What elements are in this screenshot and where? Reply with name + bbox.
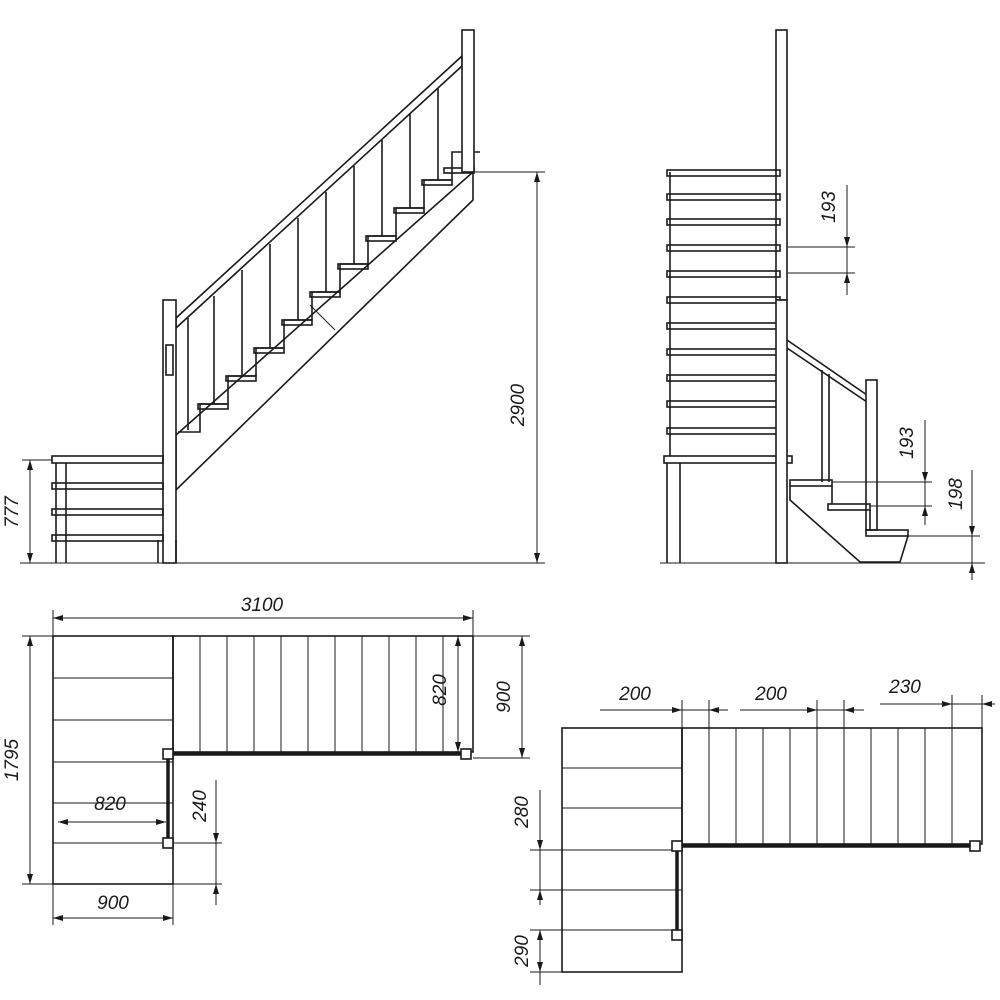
dim-flight-depth: 900 xyxy=(473,635,530,759)
dim-280-label: 280 xyxy=(512,796,533,829)
dim-total-length: 3100 xyxy=(52,595,474,636)
detail-treads xyxy=(708,728,953,844)
dim-820-horizontal-label: 820 xyxy=(94,794,126,815)
dim-riser-upper: 193 xyxy=(788,185,855,295)
newel-post-bottom xyxy=(162,299,177,564)
dim-tread-mid: 200 xyxy=(740,684,864,728)
dim-240-label: 240 xyxy=(190,790,211,823)
dim-198-label: 198 xyxy=(946,478,967,510)
dim-290-label: 290 xyxy=(512,935,533,968)
dim-riser-lower: 193 xyxy=(832,420,932,525)
dim-230-label: 230 xyxy=(888,677,921,698)
dim-first-riser: 198 xyxy=(908,470,980,580)
dim-820-vertical-label: 820 xyxy=(430,674,451,706)
newel-post-upper xyxy=(775,29,788,301)
side-elevation: 777 2900 xyxy=(2,29,545,564)
dim-landing-height: 777 xyxy=(2,459,52,563)
dim-193-lower-label: 193 xyxy=(897,427,918,459)
dim-200-mid-label: 200 xyxy=(754,684,787,705)
dim-last-tread: 290 xyxy=(512,929,562,985)
upper-rails xyxy=(663,169,793,464)
dim-total-width: 1795 xyxy=(2,635,53,885)
dim-900-right-label: 900 xyxy=(494,681,515,713)
dim-2900-label: 2900 xyxy=(508,383,529,427)
dim-post-offset: 240 xyxy=(173,780,222,905)
dim-777-label: 777 xyxy=(2,495,23,528)
dim-total-height: 2900 xyxy=(474,171,545,563)
dim-3100-label: 3100 xyxy=(241,595,284,616)
dim-193-upper-label: 193 xyxy=(819,191,840,223)
dim-tread-end: 230 xyxy=(880,677,995,728)
balusters xyxy=(187,88,439,430)
dim-tread-start: 200 xyxy=(600,684,728,728)
newel-post-lower xyxy=(775,299,788,564)
handrail xyxy=(175,54,463,330)
plan-treads xyxy=(199,636,444,752)
dim-landing-width: 820 xyxy=(58,794,166,825)
plan-view-detail: 200 200 230 280 xyxy=(512,677,995,985)
plan-view: 3100 1795 820 900 820 xyxy=(2,595,530,925)
front-elevation: 193 193 198 xyxy=(660,29,985,580)
dim-900-bottom-label: 900 xyxy=(97,893,129,914)
newel-post-top xyxy=(461,29,475,173)
landing-railing xyxy=(51,455,177,563)
dim-landing-depth: 900 xyxy=(52,884,174,925)
dim-winder-depth: 280 xyxy=(512,790,562,905)
treads xyxy=(178,151,480,433)
dim-1795-label: 1795 xyxy=(2,738,23,781)
stringer xyxy=(175,170,474,492)
dim-flight-width: 820 xyxy=(430,636,461,752)
dim-200-first-label: 200 xyxy=(618,684,651,705)
